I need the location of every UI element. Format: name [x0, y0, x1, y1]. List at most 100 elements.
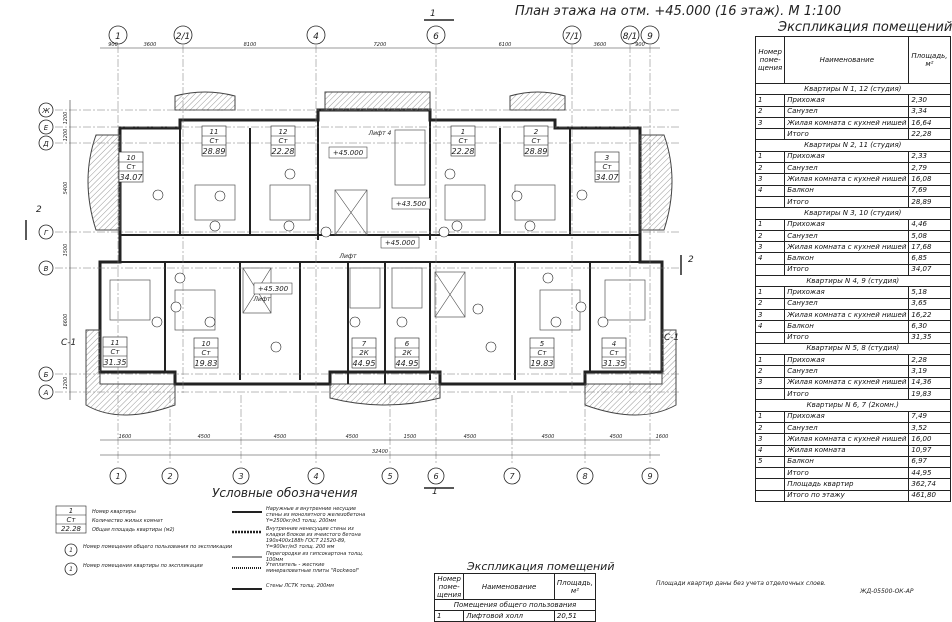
section-title: Помещения общего пользования	[434, 599, 596, 611]
axis-label-bottom: 2	[167, 472, 172, 481]
section-title: Квартиры N 1, 12 (студия)	[755, 82, 951, 96]
apartment-type: Ст	[459, 137, 469, 145]
dimension-left: 1200	[63, 377, 69, 390]
explication-table: Номер поме-щения Наименование Площадь, м…	[754, 36, 951, 502]
legend-line-text: Перегородки из гипсокартона толщ.	[266, 551, 363, 557]
cell-num: 1	[433, 610, 465, 622]
cell-num	[754, 263, 786, 277]
legend-line-text: Внутренние ненесущие стены из	[266, 526, 354, 532]
apartment-type: Ст	[610, 349, 620, 357]
room-circle	[451, 220, 463, 232]
axis-marker-bottom	[307, 467, 325, 485]
cell-num: 2	[754, 162, 786, 175]
cell-area: 17,68	[908, 241, 951, 254]
axis-marker-bottom	[576, 467, 594, 485]
cell-name: Итого	[784, 331, 910, 344]
apartment-number: 4	[612, 340, 616, 348]
cell-area: 16,22	[908, 308, 951, 322]
col-header-area: Площадь, м²	[908, 36, 951, 84]
cell-name: Итого	[784, 263, 910, 277]
cell-area: 6,97	[908, 455, 951, 469]
axis-label-left: В	[44, 265, 49, 273]
axis-label-left: Б	[44, 371, 49, 379]
cell-num: 1	[754, 286, 786, 299]
cell-name: Прихожая	[784, 286, 910, 299]
cell-num: 1	[754, 410, 786, 423]
cell-name: Итого	[784, 388, 910, 401]
cell-area: 3,52	[908, 421, 951, 435]
explication-section-row: Квартиры N 2, 11 (студия)	[755, 139, 951, 152]
cell-num: 4	[754, 184, 786, 197]
axis-marker-bottom	[381, 467, 399, 485]
room-circle	[472, 303, 484, 315]
legend-box-text: Количество жилых комнат	[92, 518, 164, 524]
cell-area: 3,19	[908, 365, 951, 378]
legend-box-text: Общая площадь квартиры (м2)	[92, 527, 175, 533]
cell-area: 20,51	[553, 610, 597, 622]
dimension-bottom: 4500	[346, 434, 359, 440]
axis-marker-left	[38, 384, 54, 400]
room-circle	[576, 189, 588, 201]
axis-marker-top	[426, 25, 446, 45]
cell-num: 1	[754, 94, 786, 107]
apartment-number: 10	[127, 154, 136, 162]
explication-section-row: Квартиры N 5, 8 (студия)	[755, 342, 951, 356]
apartment-number: 12	[279, 128, 288, 136]
cell-area: 4,46	[908, 218, 951, 231]
cell-area: 34,07	[908, 263, 951, 277]
legend-line-text: кладки блоков из ячеистого бетона	[266, 532, 361, 538]
balcony-top-left	[174, 91, 236, 111]
axis-label-left: Е	[44, 124, 49, 132]
room-circle	[283, 220, 295, 232]
cell-area: 22,28	[908, 128, 951, 141]
apartment-type: Ст	[603, 163, 613, 171]
axis-label-left: А	[43, 389, 49, 397]
cell-area: 362,74	[908, 478, 951, 491]
dimension-top: 3600	[594, 42, 607, 48]
room-circle	[204, 316, 216, 328]
axis-marker-bottom	[641, 467, 659, 485]
cell-name: Санузел	[784, 105, 910, 118]
legend-title: Условные обозначения	[212, 486, 358, 500]
cell-area: 2,28	[908, 354, 951, 367]
cell-area: 10,97	[908, 444, 951, 457]
section-title: Квартиры N 3, 10 (студия)	[755, 207, 951, 220]
explication-title: Экспликация помещений	[778, 20, 952, 35]
cell-name: Санузел	[784, 162, 910, 175]
dimension-left: 1200	[63, 129, 69, 142]
col-header-name: Наименование	[463, 573, 555, 600]
cell-area: 16,64	[908, 116, 951, 130]
room-circle	[485, 341, 497, 353]
cell-area: 6,30	[908, 320, 951, 333]
balcony-center-bottom	[329, 383, 441, 406]
room-circle	[575, 301, 587, 313]
col-header-name: Наименование	[784, 36, 910, 84]
dimension-bottom: 4500	[542, 434, 555, 440]
balcony-left-bottom	[85, 329, 176, 416]
cell-name: Балкон	[784, 252, 910, 265]
cell-name: Санузел	[784, 297, 910, 310]
cell-num	[754, 388, 786, 401]
section-mark: С-1	[664, 333, 679, 343]
apartment-number: 11	[210, 128, 219, 136]
section-mark: 2	[688, 255, 694, 265]
cell-name: Прихожая	[784, 150, 910, 164]
cell-num	[754, 489, 786, 502]
legend-line-text: Наружные и внутренние несущие	[266, 506, 356, 512]
apartment-area: 22.28	[272, 147, 295, 156]
axis-label-top: 4	[313, 32, 319, 42]
